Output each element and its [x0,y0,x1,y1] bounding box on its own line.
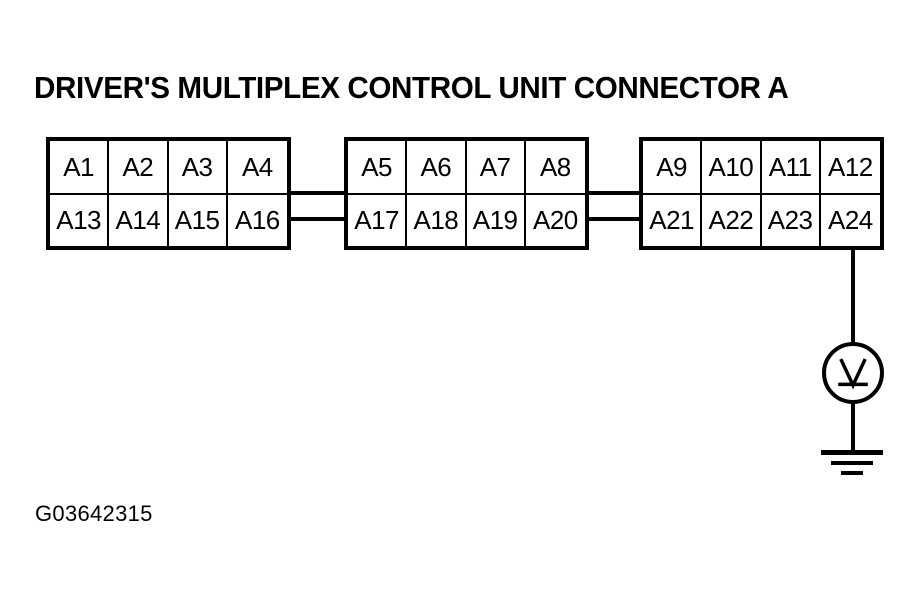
pin-row-bottom: A17 A18 A19 A20 [348,194,585,246]
pin-cell-a19[interactable]: A19 [467,194,526,246]
connector-block-right: A9 A10 A11 A12 A21 A22 A23 A24 [639,137,884,250]
wire-ground-lead [851,402,855,450]
pin-cell-a12[interactable]: A12 [827,151,873,182]
pin-cell-a10[interactable]: A10 [702,141,762,193]
pin-cell-a4[interactable]: A4 [241,151,273,182]
pin-row-top: A9 A10 A11 A12 [643,141,880,195]
pin-row-bottom: A13 A14 A15 A16 [50,194,287,246]
ground-icon-bar-3 [841,471,863,475]
connector-block-left: A1 A2 A3 A4 A13 A14 A15 A16 [46,137,291,250]
pin-cell-a9[interactable]: A9 [643,141,703,193]
pin-cell-a18[interactable]: A18 [407,194,467,246]
pin-cell-a23[interactable]: A23 [762,194,821,246]
pin-cell-a24[interactable]: A24 [827,205,873,236]
pin-cell-a1[interactable]: A1 [50,141,110,193]
pin-cell-a21[interactable]: A21 [643,194,703,246]
wire-link-block2-block3-upper [585,191,643,195]
wire-link-block1-block2-lower [287,217,348,221]
wire-link-block1-block2-upper [287,191,348,195]
figure-caption: G03642315 [35,501,153,526]
pin-cell-a8[interactable]: A8 [539,151,571,182]
ground-icon-bar-2 [831,461,873,465]
pin-cell-a22[interactable]: A22 [702,194,762,246]
pin-cell-a2[interactable]: A2 [109,141,169,193]
pin-cell-a20[interactable]: A20 [532,205,578,236]
pin-cell-a15[interactable]: A15 [169,194,228,246]
voltmeter-v-glyph [838,358,868,390]
page-title: DRIVER'S MULTIPLEX CONTROL UNIT CONNECTO… [34,70,789,105]
wire-link-block2-block3-lower [585,217,643,221]
pin-row-bottom: A21 A22 A23 A24 [643,194,880,246]
pin-cell-a11[interactable]: A11 [762,141,821,193]
pin-cell-a13[interactable]: A13 [50,194,110,246]
pin-row-top: A5 A6 A7 A8 [348,141,585,195]
pin-cell-a7[interactable]: A7 [467,141,526,193]
wire-meter-lead-from-a24 [851,248,855,344]
ground-icon-bar-1 [821,450,883,455]
pin-cell-a16[interactable]: A16 [234,205,280,236]
pin-cell-a5[interactable]: A5 [348,141,408,193]
connector-block-middle: A5 A6 A7 A8 A17 A18 A19 A20 [344,137,589,250]
pin-row-top: A1 A2 A3 A4 [50,141,287,195]
pin-cell-a3[interactable]: A3 [169,141,228,193]
voltmeter-icon [822,342,884,404]
pin-cell-a17[interactable]: A17 [348,194,408,246]
pin-cell-a6[interactable]: A6 [407,141,467,193]
pin-cell-a14[interactable]: A14 [109,194,169,246]
